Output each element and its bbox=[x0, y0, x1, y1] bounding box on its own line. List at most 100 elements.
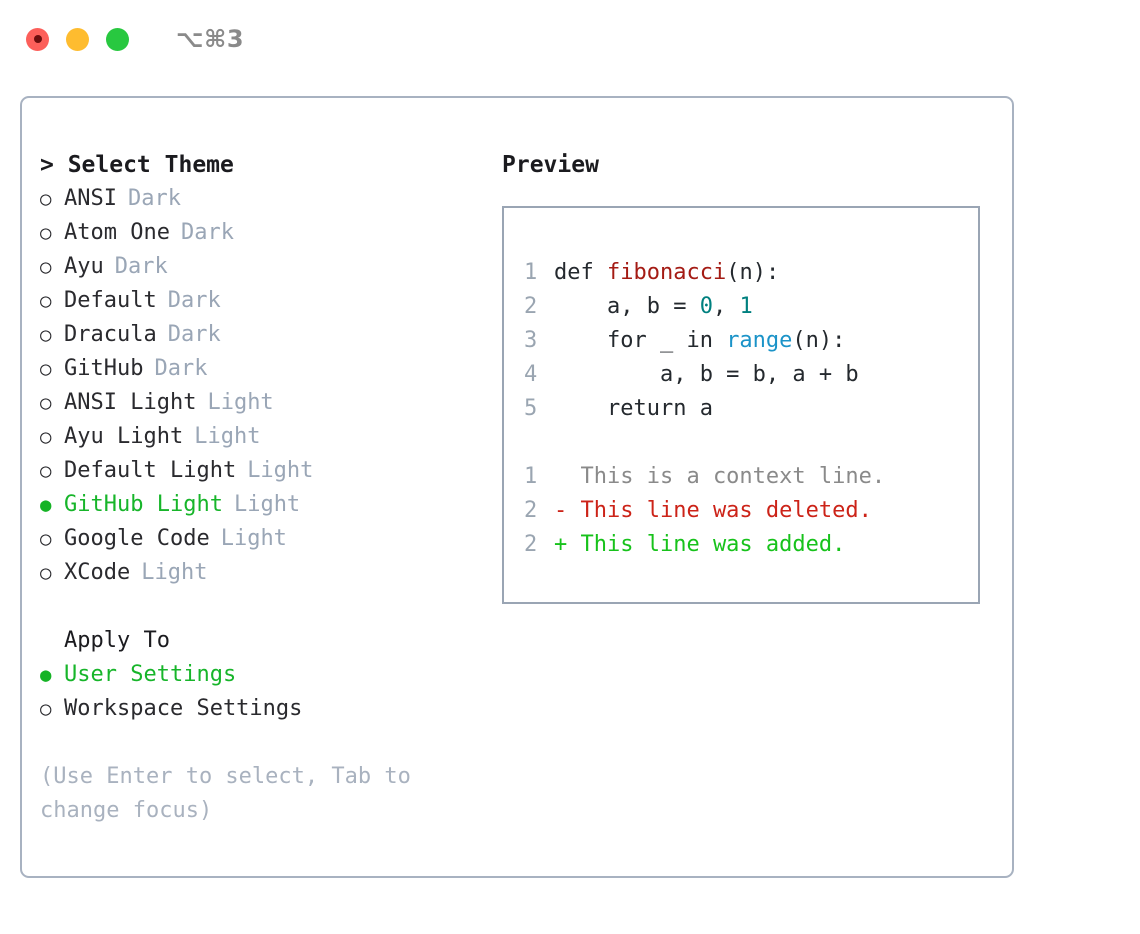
line-number: 2 bbox=[524, 532, 538, 557]
theme-variant-tag: Light bbox=[233, 492, 301, 517]
code-content: return a bbox=[554, 392, 713, 426]
apply-option-0[interactable]: ● User Settings bbox=[40, 658, 480, 692]
theme-option-label: Default Light bbox=[64, 458, 237, 483]
close-window-button[interactable] bbox=[26, 27, 49, 51]
radio-unselected-icon: ○ bbox=[40, 426, 52, 448]
theme-option-label: ANSI bbox=[64, 186, 117, 211]
diff-sample: 1 This is a context line. 2 - This line wa… bbox=[524, 460, 978, 562]
radio-unselected-icon: ○ bbox=[40, 324, 52, 346]
line-number: 4 bbox=[524, 362, 538, 387]
theme-option-label: Atom One bbox=[64, 220, 170, 245]
theme-option-10[interactable]: ○ Google Code Light bbox=[40, 522, 480, 556]
code-token: a, b = bbox=[554, 294, 700, 319]
code-content: def fibonacci(n): bbox=[554, 256, 779, 290]
apply-option-label: Workspace Settings bbox=[64, 696, 303, 721]
diff-content: + This line was added. bbox=[554, 528, 845, 562]
theme-option-0[interactable]: ○ ANSI Dark bbox=[40, 182, 480, 216]
theme-option-3[interactable]: ○ Default Dark bbox=[40, 284, 480, 318]
theme-variant-tag: Dark bbox=[114, 254, 168, 279]
line-number: 3 bbox=[524, 328, 538, 353]
radio-unselected-icon: ○ bbox=[40, 392, 52, 414]
diff-line: 2 + This line was added. bbox=[524, 528, 978, 562]
theme-variant-tag: Light bbox=[220, 526, 287, 551]
line-number: 5 bbox=[524, 396, 538, 421]
code-content: a, b = 0, 1 bbox=[554, 290, 753, 324]
theme-variant-tag: Dark bbox=[180, 220, 234, 245]
radio-unselected-icon: ○ bbox=[40, 222, 52, 244]
diff-content: - This line was deleted. bbox=[554, 494, 872, 528]
code-token: 0 bbox=[699, 294, 713, 319]
theme-option-label: Default bbox=[64, 288, 157, 313]
code-token: range bbox=[726, 328, 793, 353]
preview-heading: Preview bbox=[502, 152, 599, 178]
code-token: - This line was deleted. bbox=[554, 498, 872, 523]
theme-option-label: Dracula bbox=[64, 322, 157, 347]
minimize-window-button[interactable] bbox=[66, 27, 89, 51]
theme-variant-tag: Dark bbox=[127, 186, 181, 211]
keyboard-hint-text: (Use Enter to select, Tab to change focu… bbox=[40, 764, 411, 823]
apply-option-label: User Settings bbox=[64, 662, 237, 687]
line-number: 1 bbox=[524, 464, 538, 489]
code-token: fibonacci bbox=[606, 260, 727, 285]
theme-option-8[interactable]: ○ Default Light Light bbox=[40, 454, 480, 488]
maximize-window-button[interactable] bbox=[106, 27, 129, 51]
code-line: 4 a, b = b, a + b bbox=[524, 358, 978, 392]
radio-unselected-icon: ○ bbox=[40, 460, 52, 482]
title-bar: ⌥⌘3 bbox=[0, 0, 1140, 78]
apply-option-1[interactable]: ○ Workspace Settings bbox=[40, 692, 480, 726]
diff-line: 1 This is a context line. bbox=[524, 460, 978, 494]
code-token: 1 bbox=[739, 294, 753, 319]
theme-variant-tag: Light bbox=[207, 390, 274, 415]
code-line: 2 a, b = 0, 1 bbox=[524, 290, 978, 324]
line-number: 2 bbox=[524, 294, 538, 319]
code-token: (n): bbox=[792, 328, 846, 353]
theme-option-label: Google Code bbox=[64, 526, 210, 551]
line-number: 2 bbox=[524, 498, 538, 523]
radio-unselected-icon: ○ bbox=[40, 290, 52, 312]
theme-option-9[interactable]: ● GitHub Light Light bbox=[40, 488, 480, 522]
theme-variant-tag: Light bbox=[141, 560, 208, 585]
code-token: (n): bbox=[726, 260, 780, 285]
radio-unselected-icon: ○ bbox=[40, 528, 52, 550]
code-token: return a bbox=[554, 396, 713, 421]
code-token: def bbox=[554, 260, 607, 285]
radio-unselected-icon: ○ bbox=[40, 188, 52, 210]
theme-option-label: GitHub Light bbox=[64, 492, 223, 517]
radio-selected-icon: ● bbox=[40, 494, 52, 516]
theme-option-5[interactable]: ○ GitHub Dark bbox=[40, 352, 480, 386]
code-token: for _ in bbox=[554, 328, 727, 353]
theme-variant-tag: Dark bbox=[167, 288, 221, 313]
code-token: , bbox=[712, 294, 740, 319]
code-token: This is a context line. bbox=[554, 464, 886, 489]
theme-option-11[interactable]: ○ XCode Light bbox=[40, 556, 480, 590]
theme-option-1[interactable]: ○ Atom One Dark bbox=[40, 216, 480, 250]
code-token: + This line was added. bbox=[554, 532, 846, 557]
diff-content: This is a context line. bbox=[554, 460, 885, 494]
theme-variant-tag: Light bbox=[247, 458, 314, 483]
code-line: 3 for _ in range(n): bbox=[524, 324, 978, 358]
radio-unselected-icon: ○ bbox=[40, 698, 52, 720]
select-theme-heading: > Select Theme bbox=[40, 152, 234, 178]
theme-option-4[interactable]: ○ Dracula Dark bbox=[40, 318, 480, 352]
code-content: for _ in range(n): bbox=[554, 324, 845, 358]
code-token: a, b = b, a + b bbox=[554, 362, 859, 387]
theme-variant-tag: Dark bbox=[154, 356, 208, 381]
theme-option-label: XCode bbox=[64, 560, 131, 585]
code-line: 5 return a bbox=[524, 392, 978, 426]
theme-variant-tag: Dark bbox=[167, 322, 221, 347]
theme-option-label: GitHub bbox=[64, 356, 144, 381]
apply-to-list[interactable]: ● User Settings ○ Workspace Settings bbox=[40, 658, 480, 726]
radio-selected-icon: ● bbox=[40, 664, 52, 686]
radio-unselected-icon: ○ bbox=[40, 358, 52, 380]
radio-unselected-icon: ○ bbox=[40, 562, 52, 584]
